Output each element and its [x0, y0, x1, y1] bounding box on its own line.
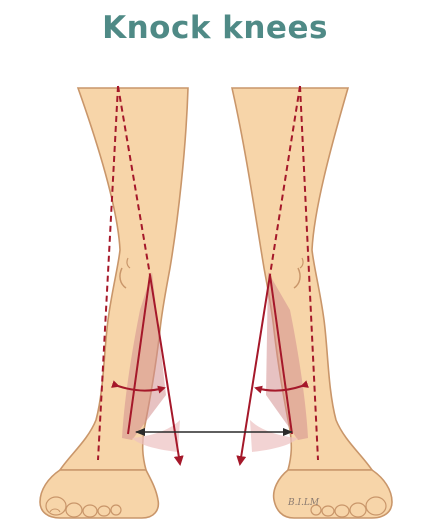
left-leg [40, 88, 188, 518]
right-leg [232, 88, 392, 518]
artist-signature: B.I.LM [288, 498, 319, 508]
